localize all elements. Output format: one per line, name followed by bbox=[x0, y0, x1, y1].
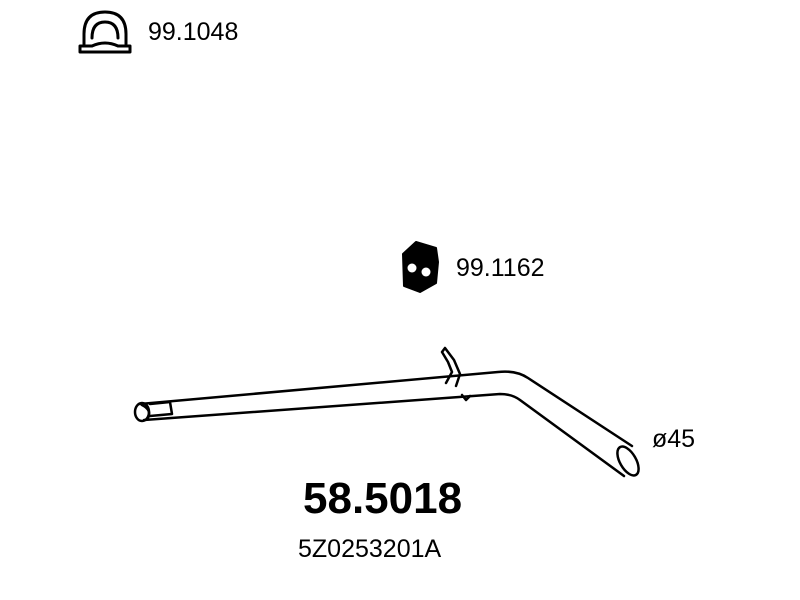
clamp-part-number: 99.1048 bbox=[148, 18, 239, 46]
pipe-oem-number: 5Z0253201A bbox=[298, 535, 442, 563]
rubber-hanger-icon bbox=[402, 241, 439, 293]
pipe-part-number: 58.5018 bbox=[303, 474, 463, 523]
exhaust-pipe-icon bbox=[133, 346, 640, 478]
hanger-part-number: 99.1162 bbox=[456, 254, 545, 282]
pipe-diameter-label: ø45 bbox=[652, 425, 696, 453]
u-bolt-clamp-icon bbox=[78, 10, 132, 54]
